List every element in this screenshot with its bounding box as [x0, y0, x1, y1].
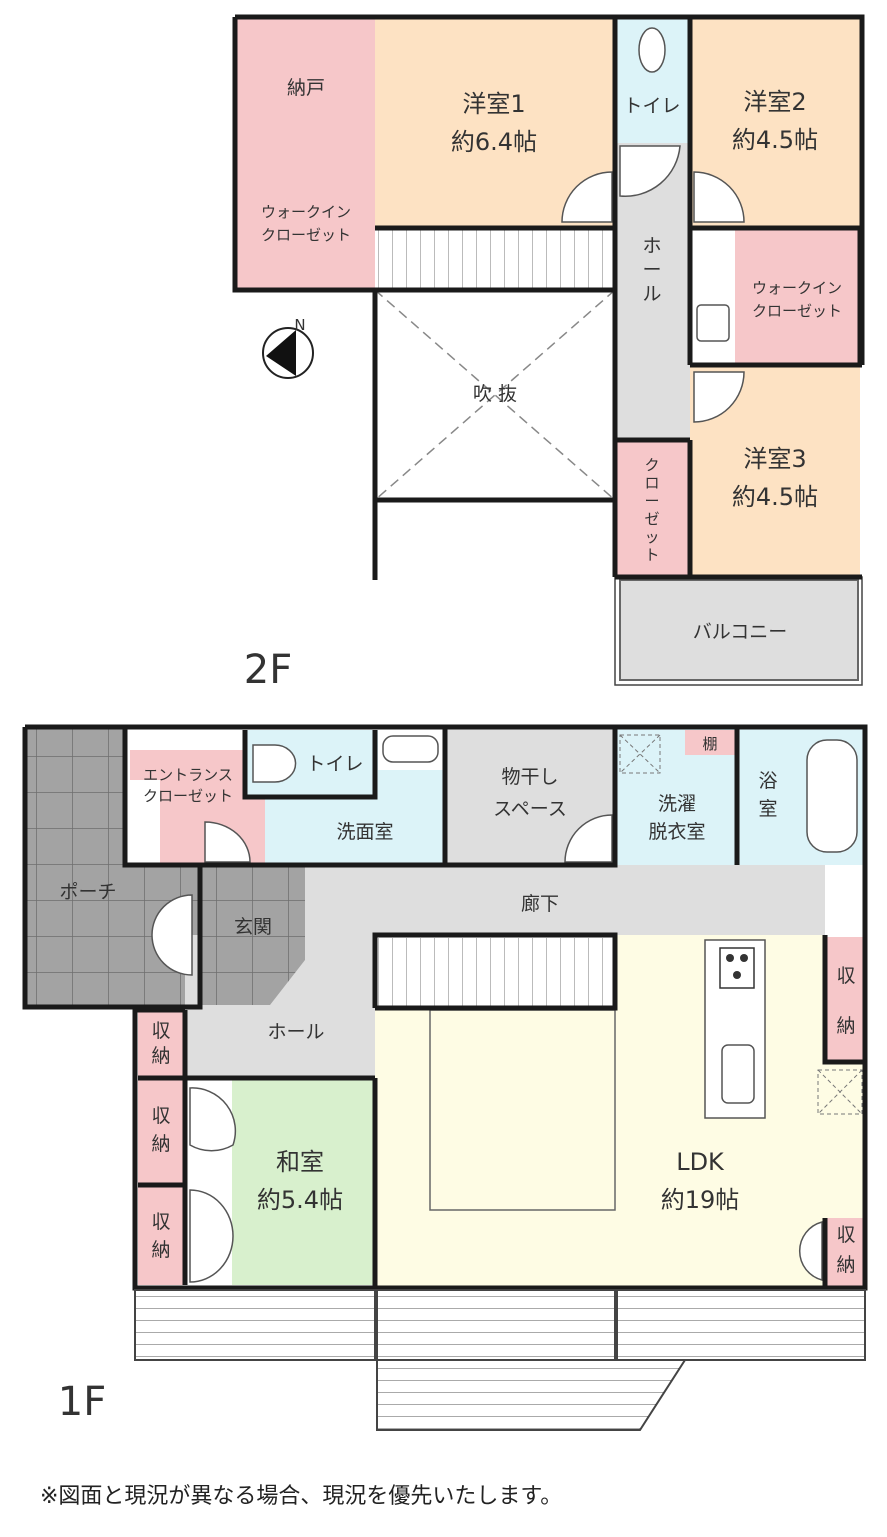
label-storage-r1a: 収	[836, 965, 855, 987]
door-entrance	[151, 894, 193, 976]
label-shelf: 棚	[702, 735, 717, 753]
label-storage: 納戸	[287, 77, 325, 99]
storage-left-2	[138, 1078, 185, 1185]
floor-1: エントランス クローゼット トイレ 洗面室 物干し スペース 棚 洗濯 脱衣室 …	[22, 724, 868, 1431]
label-closet-2f-5: ッ	[644, 528, 659, 546]
label-entrance-closet-2: クローゼット	[143, 787, 233, 805]
door-drying	[564, 814, 613, 863]
stove-icon	[719, 947, 755, 989]
stairs-1f	[378, 938, 613, 1006]
label-laundry-2: 脱衣室	[648, 821, 705, 843]
shelf	[685, 730, 735, 755]
label-balcony: バルコニー	[693, 621, 788, 643]
label-washroom: 洗面室	[336, 821, 393, 843]
label-closet-2f-3: ー	[644, 492, 659, 510]
label-western-2-name: 洋室2	[743, 88, 806, 116]
room-closet-2f	[615, 440, 690, 577]
label-void: 吹 抜	[473, 383, 517, 405]
disclaimer-note: ※図面と現況が異なる場合、現況を優先いたします。	[40, 1484, 562, 1509]
compass: N	[262, 316, 314, 379]
label-closet-2f-4: ゼ	[644, 510, 659, 528]
floor-2-label: 2F	[244, 647, 292, 693]
label-wic-2a: ウォークイン	[752, 279, 842, 297]
label-storage-l3b: 納	[151, 1239, 170, 1261]
genkan	[200, 867, 305, 1005]
label-hall-2f-3: ル	[642, 283, 661, 305]
door-western-2	[693, 171, 745, 223]
label-hall-2f-2: ー	[642, 259, 661, 281]
label-storage-l1a: 収	[151, 1020, 170, 1042]
label-storage-r1b: 納	[836, 1015, 855, 1037]
label-western-1-name: 洋室1	[462, 90, 525, 118]
label-genkan: 玄関	[234, 916, 272, 938]
label-storage-l1b: 納	[151, 1045, 170, 1067]
floor-2: N 納戸 ウォークイン クローゼット 洋室1 約6.4帖 トイレ 洋室2 約4.…	[232, 14, 865, 693]
label-toilet-1f: トイレ	[306, 753, 363, 775]
storage-left-1	[138, 1010, 185, 1078]
door-japanese-1	[189, 1087, 237, 1152]
label-western-3-size: 約4.5帖	[732, 483, 818, 511]
label-drying-1: 物干し	[501, 766, 558, 788]
label-entrance-closet-1: エントランス	[143, 766, 233, 784]
door-western-1	[561, 171, 613, 223]
deck-steps	[376, 1359, 687, 1431]
label-bath-1: 浴	[758, 770, 777, 792]
bathtub-icon	[806, 739, 858, 853]
label-closet-2f-2: ロ	[644, 474, 659, 492]
label-storage-l2b: 納	[151, 1133, 170, 1155]
sink-area	[690, 228, 735, 365]
floor-1-label: 1F	[58, 1379, 106, 1425]
kitchen-sink-icon	[721, 1044, 755, 1104]
label-hall-2f-1: ホ	[642, 235, 661, 257]
label-laundry-1: 洗濯	[658, 793, 696, 815]
label-ldk-size: 約19帖	[661, 1186, 740, 1214]
sink-1f-icon	[382, 735, 439, 763]
label-corridor: 廊下	[521, 893, 559, 915]
deck-right	[616, 1289, 866, 1361]
sink-icon	[696, 304, 730, 342]
label-western-3-name: 洋室3	[743, 445, 806, 473]
label-japanese-name: 和室	[276, 1148, 324, 1176]
door-storage-ldk	[798, 1221, 823, 1281]
door-western-3	[693, 371, 745, 423]
label-western-1-size: 約6.4帖	[451, 128, 537, 156]
label-hall-1f: ホール	[267, 1021, 324, 1043]
storage-right-2	[827, 1218, 865, 1286]
compass-north: N	[294, 316, 305, 334]
door-entrance-closet	[204, 821, 251, 863]
label-ldk-name: LDK	[676, 1148, 725, 1176]
label-closet-2f-1: ク	[644, 456, 659, 474]
storage-left-3	[138, 1185, 185, 1285]
label-wic-1b: クローゼット	[261, 226, 351, 244]
door-japanese-2	[189, 1189, 234, 1283]
label-western-2-size: 約4.5帖	[732, 126, 818, 154]
label-storage-r2b: 納	[836, 1254, 855, 1276]
label-porch: ポーチ	[59, 881, 116, 903]
stairs-2f	[378, 230, 613, 288]
balcony	[619, 579, 859, 681]
deck-center	[376, 1289, 616, 1361]
label-storage-l2a: 収	[151, 1105, 170, 1127]
room-wic-2	[735, 228, 860, 365]
label-japanese-size: 約5.4帖	[257, 1186, 343, 1214]
label-closet-2f-6: ト	[644, 546, 659, 564]
label-storage-r2a: 収	[836, 1224, 855, 1246]
room-wic-1	[235, 153, 375, 290]
toilet-1f-icon	[252, 744, 297, 783]
storage-right-1	[827, 937, 865, 1062]
label-bath-2: 室	[758, 798, 777, 820]
deck-left	[134, 1289, 376, 1361]
label-storage-l3a: 収	[151, 1211, 170, 1233]
label-drying-2: スペース	[493, 798, 567, 820]
door-toilet-2f	[619, 145, 681, 197]
room-storage	[235, 17, 375, 153]
label-toilet-2f: トイレ	[623, 95, 680, 117]
toilet-icon	[638, 27, 666, 73]
label-wic-2b: クローゼット	[752, 302, 842, 320]
label-wic-1a: ウォークイン	[261, 203, 351, 221]
